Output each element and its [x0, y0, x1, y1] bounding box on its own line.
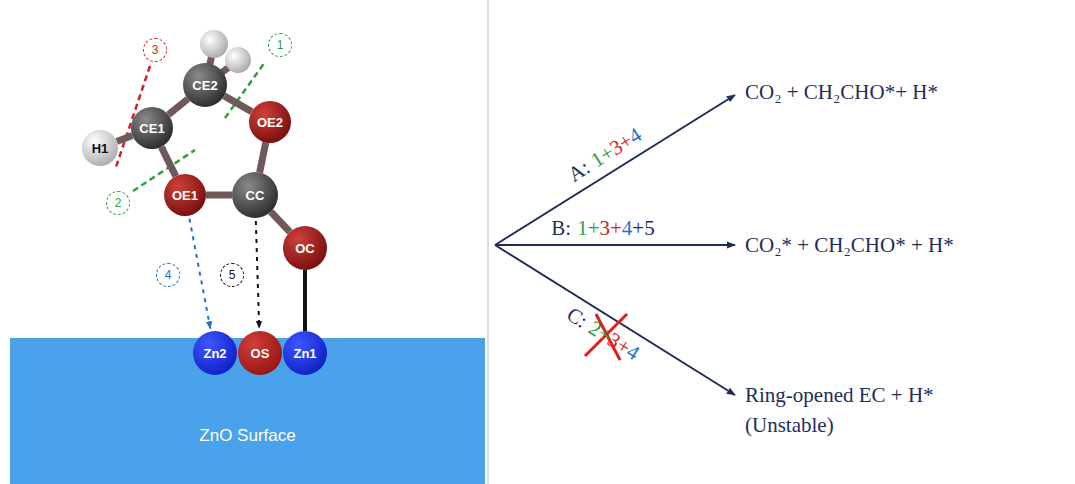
bond-cut-number: 1	[268, 33, 292, 57]
callout-number: 3	[152, 44, 159, 56]
divider	[487, 0, 489, 484]
callout-number: 4	[165, 269, 172, 281]
reaction-arrow	[495, 245, 735, 395]
atom-sphere: Zn1	[283, 331, 327, 375]
callout-number: 2	[115, 197, 122, 209]
atom-label: CE1	[139, 122, 164, 135]
atom-sphere: OE1	[164, 174, 206, 216]
interaction-arrow	[256, 221, 259, 328]
chemical-bond	[271, 212, 290, 232]
path-letter: C:	[563, 304, 591, 332]
atom-sphere: OC	[283, 226, 327, 270]
atom-label: Zn1	[293, 347, 316, 360]
hydrogen-atom	[200, 30, 228, 58]
atom-label: Zn2	[203, 347, 226, 360]
step-number: 3+	[600, 218, 622, 239]
atom-sphere: OS	[238, 331, 282, 375]
product-text: (Unstable)	[745, 415, 834, 436]
surface-label: ZnO Surface	[10, 427, 485, 444]
atom-label: OE1	[172, 189, 198, 202]
step-number: +5	[632, 218, 654, 239]
atom-sphere: CC	[232, 172, 278, 218]
chemical-bond	[161, 147, 175, 176]
atom-label: OS	[251, 347, 270, 360]
product-text: Ring-opened EC + H*	[745, 385, 934, 406]
bond-cut-number: 5	[220, 263, 244, 287]
reaction-arrow	[495, 95, 735, 245]
atom-label: H1	[92, 142, 109, 155]
chemical-bond	[303, 270, 307, 331]
step-number: 1+	[577, 218, 599, 239]
atom-sphere: CE2	[183, 63, 227, 107]
chemical-bond	[260, 143, 266, 173]
step-number: 4	[622, 218, 633, 239]
atom-label: CE2	[192, 79, 217, 92]
atom-label: OE2	[257, 116, 283, 129]
callout-number: 5	[229, 269, 236, 281]
atom-sphere: CE1	[131, 107, 173, 149]
chemical-bond	[224, 96, 252, 112]
atom-sphere: OE2	[249, 101, 291, 143]
product-text: CO₂* + CH₂CHO* + H*	[745, 235, 954, 256]
atom-sphere: H1	[82, 130, 118, 166]
callout-number: 1	[277, 39, 284, 51]
bond-cut-number: 2	[106, 191, 130, 215]
bond-cut-number: 3	[143, 38, 167, 62]
atom-sphere: Zn2	[193, 331, 237, 375]
bond-cut-number: 4	[156, 263, 180, 287]
atom-label: OC	[295, 242, 315, 255]
interaction-arrow	[189, 219, 210, 329]
reaction-arrow	[495, 244, 735, 246]
surface-band: ZnO Surface Zn2 OS Zn1	[10, 338, 485, 484]
hydrogen-atom	[225, 47, 251, 73]
chemical-bond	[168, 99, 188, 115]
path-label: B: 1+3+4+5	[551, 218, 654, 239]
path-letter: A:	[565, 157, 594, 186]
path-letter: B:	[551, 218, 571, 239]
chemical-bond	[206, 192, 232, 199]
chemical-bond	[117, 136, 133, 142]
atom-label: CC	[246, 189, 265, 202]
product-text: CO₂ + CH₂CHO*+ H*	[745, 82, 938, 103]
